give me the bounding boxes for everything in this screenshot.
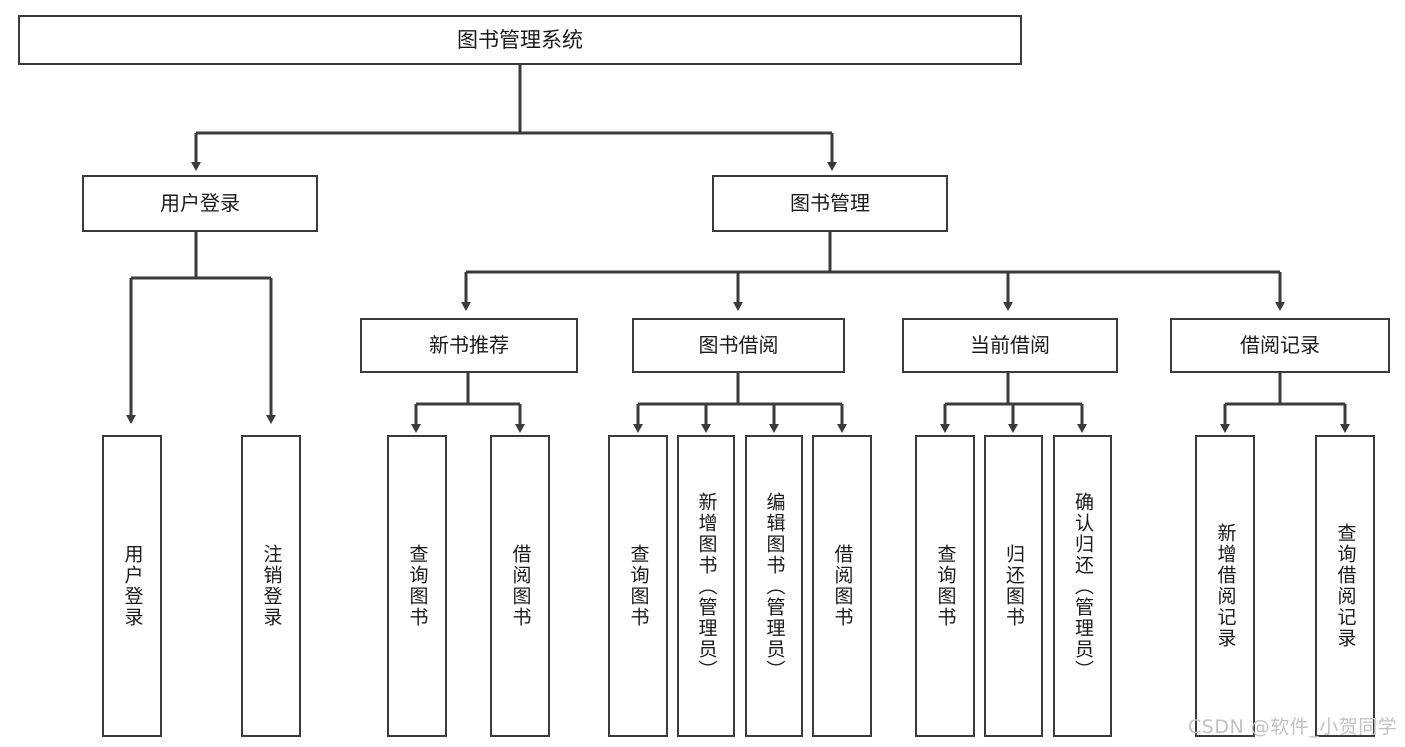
node-leaf-return-book[interactable]: 归还图书: [984, 435, 1043, 737]
node-new-book-recommend-label: 新书推荐: [429, 333, 509, 357]
node-root-book-management-system[interactable]: 图书管理系统: [18, 15, 1022, 65]
node-leaf-borrow-book-1-label: 借阅图书: [509, 544, 532, 628]
node-leaf-query-record-label: 查询借阅记录: [1334, 523, 1357, 649]
node-leaf-user-login-label: 用户登录: [121, 544, 144, 628]
node-leaf-logout-login[interactable]: 注销登录: [241, 435, 301, 737]
node-book-borrow-label: 图书借阅: [698, 333, 779, 357]
node-leaf-add-record[interactable]: 新增借阅记录: [1195, 435, 1255, 737]
node-current-borrow[interactable]: 当前借阅: [902, 318, 1118, 373]
node-borrow-record-label: 借阅记录: [1240, 333, 1320, 357]
node-leaf-borrow-book-1[interactable]: 借阅图书: [490, 435, 550, 737]
node-leaf-logout-login-label: 注销登录: [260, 544, 283, 628]
node-leaf-add-record-label: 新增借阅记录: [1214, 523, 1237, 649]
node-leaf-query-book-1-label: 查询图书: [406, 544, 429, 628]
node-leaf-add-book-label: 新增图书（管理员）: [695, 491, 718, 681]
node-leaf-borrow-book-2-label: 借阅图书: [831, 544, 854, 628]
node-leaf-edit-book[interactable]: 编辑图书（管理员）: [745, 435, 803, 737]
node-book-management[interactable]: 图书管理: [712, 175, 948, 232]
node-book-borrow[interactable]: 图书借阅: [632, 318, 845, 373]
node-leaf-user-login[interactable]: 用户登录: [102, 435, 162, 737]
node-leaf-query-book-3[interactable]: 查询图书: [915, 435, 975, 737]
node-leaf-confirm-return[interactable]: 确认归还（管理员）: [1053, 435, 1112, 737]
node-root-label: 图书管理系统: [457, 27, 583, 52]
node-user-login[interactable]: 用户登录: [82, 175, 318, 232]
watermark: CSDN @软件_小贺同学: [1188, 716, 1398, 738]
node-leaf-borrow-book-2[interactable]: 借阅图书: [812, 435, 872, 737]
node-leaf-query-book-3-label: 查询图书: [934, 544, 957, 628]
node-user-login-label: 用户登录: [160, 191, 240, 215]
node-book-management-label: 图书管理: [790, 191, 870, 215]
node-leaf-return-book-label: 归还图书: [1003, 544, 1025, 628]
node-leaf-add-book[interactable]: 新增图书（管理员）: [677, 435, 735, 737]
node-leaf-query-book-2[interactable]: 查询图书: [608, 435, 668, 737]
node-leaf-confirm-return-label: 确认归还（管理员）: [1072, 491, 1094, 681]
node-new-book-recommend[interactable]: 新书推荐: [360, 318, 578, 373]
node-borrow-record[interactable]: 借阅记录: [1170, 318, 1390, 373]
node-current-borrow-label: 当前借阅: [970, 333, 1050, 357]
node-leaf-query-book-2-label: 查询图书: [627, 544, 650, 628]
node-leaf-query-record[interactable]: 查询借阅记录: [1315, 435, 1375, 737]
node-leaf-edit-book-label: 编辑图书（管理员）: [763, 491, 786, 681]
node-leaf-query-book-1[interactable]: 查询图书: [387, 435, 447, 737]
